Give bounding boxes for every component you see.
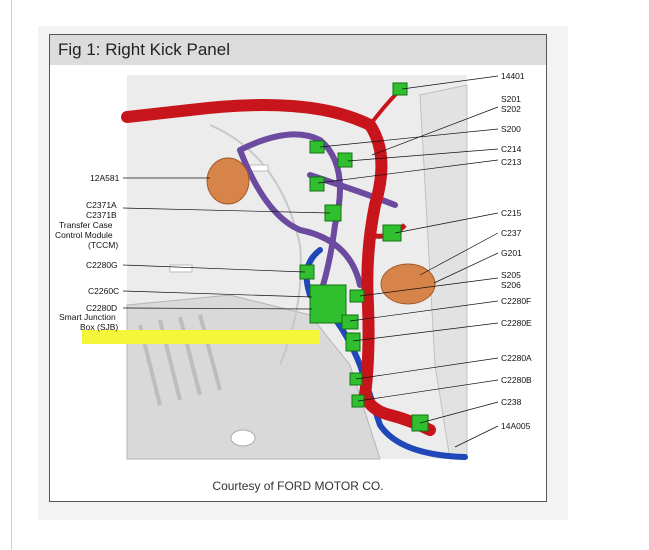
- label-14401: 14401: [501, 71, 525, 81]
- label-c2280a: C2280A: [501, 353, 532, 363]
- label-c2280b: C2280B: [501, 375, 532, 385]
- label-c2280g: C2280G: [86, 260, 118, 270]
- label-c2280f: C2280F: [501, 296, 531, 306]
- label-tccm-line2: Control Module: [55, 230, 113, 240]
- sjb-highlight: [82, 330, 320, 344]
- label-c238: C238: [501, 397, 522, 407]
- label-c237: C237: [501, 228, 522, 238]
- label-s205: S205: [501, 270, 521, 280]
- label-14a005: 14A005: [501, 421, 531, 431]
- connector-sjb: [309, 284, 347, 324]
- connector-c2280e: [345, 332, 361, 352]
- blue-harness: [303, 247, 468, 460]
- label-sjb-line1: Smart Junction: [59, 312, 116, 322]
- figure-container: Fig 1: Right Kick Panel: [49, 34, 547, 502]
- label-c2371a: C2371A: [86, 200, 117, 210]
- label-c213: C213: [501, 157, 522, 167]
- figure-title: Fig 1: Right Kick Panel: [58, 40, 230, 59]
- label-s206: S206: [501, 280, 521, 290]
- label-s201: S201: [501, 94, 521, 104]
- label-g201: G201: [501, 248, 522, 258]
- label-tccm-line3: (TCCM): [88, 240, 118, 250]
- label-c2280d: C2280D: [86, 303, 117, 313]
- connector-c215: [382, 224, 402, 242]
- label-sjb-line2: Box (SJB): [80, 322, 118, 332]
- panel-slot-1: [169, 264, 193, 273]
- label-tccm-line1: Transfer Case: [59, 220, 113, 230]
- label-c2371b: C2371B: [86, 210, 117, 220]
- label-c215: C215: [501, 208, 522, 218]
- label-c2260c: C2260C: [88, 286, 119, 296]
- connector-c214: [337, 152, 353, 168]
- label-s200: S200: [501, 124, 521, 134]
- panel-ridges: [138, 314, 222, 406]
- connector-14401: [392, 82, 408, 96]
- label-s202: S202: [501, 104, 521, 114]
- leader-lines: [122, 75, 499, 448]
- main-red-harness: [121, 99, 436, 436]
- connector-c213: [309, 176, 325, 192]
- connector-s205: [349, 289, 365, 303]
- figure-caption: Courtesy of FORD MOTOR CO.: [212, 479, 384, 493]
- connector-s200: [309, 140, 325, 154]
- grommet-left: [206, 157, 250, 205]
- connector-c2280f: [341, 314, 359, 330]
- label-c2280e: C2280E: [501, 318, 532, 328]
- page-left-rule: [11, 0, 12, 550]
- grommet-right: [380, 263, 436, 305]
- label-c214: C214: [501, 144, 522, 154]
- wiring-diagram: 14401 S201 S202 S200 C214 C213 12A581 C2…: [50, 65, 546, 477]
- label-12a581: 12A581: [90, 173, 120, 183]
- panel-slot-2: [249, 164, 269, 172]
- panel-hole: [230, 429, 256, 447]
- figure-title-bar: Fig 1: Right Kick Panel: [50, 35, 546, 65]
